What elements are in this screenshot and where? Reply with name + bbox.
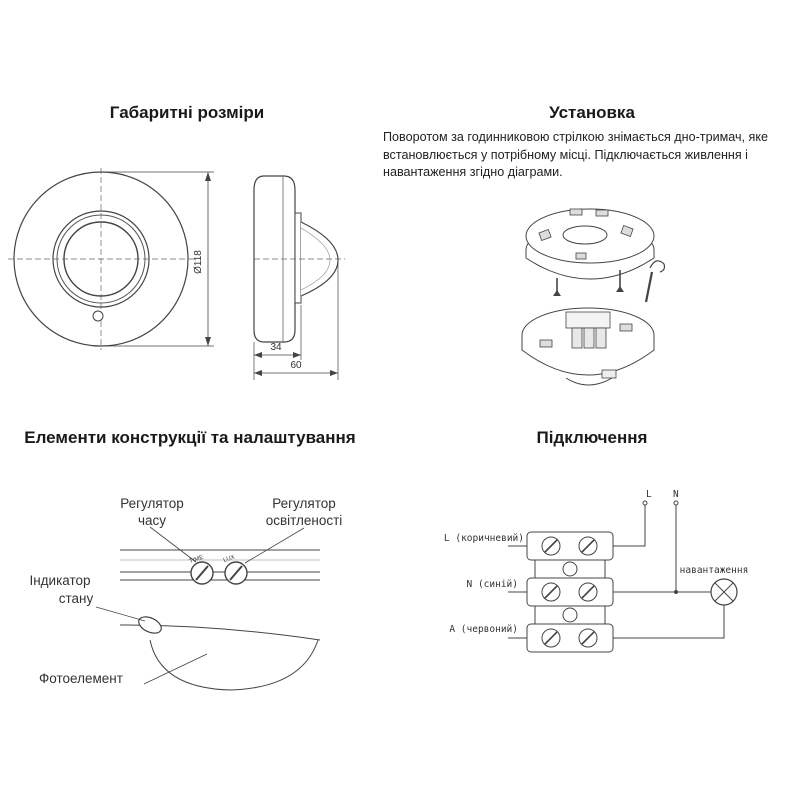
title-dimensions: Габаритні розміри <box>110 103 264 122</box>
label-photocell: Фотоелемент <box>39 671 123 686</box>
elements-drawing <box>95 526 321 691</box>
side-view-drawing <box>253 175 345 380</box>
title-connection: Підключення <box>537 428 648 447</box>
label-indicator-1: Індикатор <box>29 573 90 588</box>
dim-diameter: Ø118 <box>193 250 204 274</box>
label-phase-L: L <box>646 489 652 500</box>
label-wire-L: L (коричневий) <box>444 533 524 544</box>
top-view-drawing <box>8 168 214 350</box>
label-lux-regulator-2: освітленості <box>266 513 343 528</box>
title-installation: Установка <box>549 103 635 122</box>
label-time-regulator-1: Регулятор <box>120 496 184 511</box>
label-wire-A: A (червоний) <box>449 624 518 635</box>
label-time-regulator-2: часу <box>138 513 166 528</box>
title-elements: Елементи конструкції та налаштування <box>24 428 355 447</box>
knob-lux-label: LUX <box>223 555 236 564</box>
label-lux-regulator-1: Регулятор <box>272 496 336 511</box>
label-wire-N: N (синій) <box>467 579 518 590</box>
dim-depth-total: 60 <box>290 360 302 371</box>
dim-depth-inner: 34 <box>270 342 282 353</box>
connection-drawing <box>508 500 738 653</box>
label-load: навантаження <box>680 565 749 576</box>
installation-description: Поворотом за годинниковою стрілкою зніма… <box>383 130 769 179</box>
knob-time-label: TIME <box>189 555 204 565</box>
label-neutral-N: N <box>673 489 679 500</box>
installation-drawing <box>521 208 666 386</box>
label-indicator-2: стану <box>59 591 94 606</box>
